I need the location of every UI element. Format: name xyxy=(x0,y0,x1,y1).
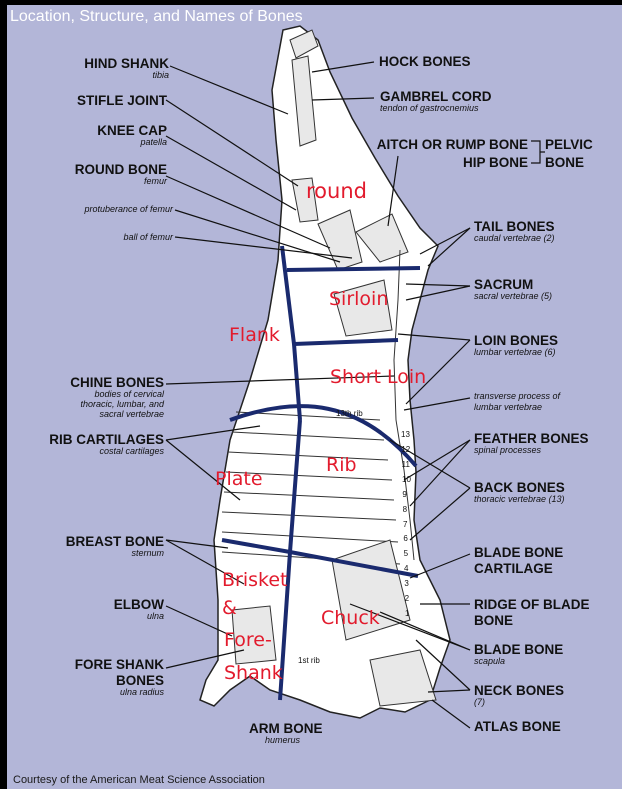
rib-number: 10 xyxy=(402,476,411,484)
arm-bone-label: ARM BONE xyxy=(249,722,323,736)
ball-label: ball of femur xyxy=(123,233,173,242)
rib-cartilages-label: RIB CARTILAGES xyxy=(49,433,164,447)
cut-label-brisket: Brisket xyxy=(222,571,288,590)
rib-number: 2 xyxy=(405,595,409,603)
blade-cartilage-label-2: CARTILAGE xyxy=(474,562,553,576)
cut-label-plate: Plate xyxy=(215,470,263,489)
rib-number: 8 xyxy=(403,506,407,514)
tail-bones-label: TAIL BONES xyxy=(474,220,555,234)
pelvic-bracket xyxy=(531,141,545,163)
back-bones-label: BACK BONES xyxy=(474,481,565,495)
aitch-bone-label: AITCH OR RUMP BONE xyxy=(377,138,528,152)
arm-bone-sub: humerus xyxy=(265,736,300,745)
fore-shank-label: FORE SHANK xyxy=(75,658,164,672)
knee-cap-label: KNEE CAP xyxy=(97,124,167,138)
rib-number: 4 xyxy=(404,565,408,573)
rib-number: 13 xyxy=(401,431,410,439)
gambrel-cord-label: GAMBREL CORD xyxy=(380,90,492,104)
blade-cartilage-label: BLADE BONE xyxy=(474,546,563,560)
cut-label-sirloin: Sirloin xyxy=(329,290,388,309)
feather-bones-sub: spinal processes xyxy=(474,446,541,455)
cut-label-rib: Rib xyxy=(326,456,357,475)
rib-number: 3 xyxy=(404,580,408,588)
credit-line: Courtesy of the American Meat Science As… xyxy=(13,774,265,786)
gambrel-cord-sub: tendon of gastrocnemius xyxy=(380,104,479,113)
loin-bones-sub: lumbar vertebrae (6) xyxy=(474,348,556,357)
transverse-label: transverse process of xyxy=(474,392,560,401)
rib-number: 12 xyxy=(401,446,410,454)
back-bones-sub: thoracic vertebrae (13) xyxy=(474,495,565,504)
rib-number: 5 xyxy=(404,550,408,558)
chine-bones-sub-1: bodies of cervical xyxy=(94,390,164,399)
round-bone-label: ROUND BONE xyxy=(75,163,167,177)
cut-label-round: round xyxy=(306,181,367,202)
chine-bones-sub-3: sacral vertebrae xyxy=(99,410,164,419)
rib-number: 1 xyxy=(405,610,409,618)
rib-number: 9 xyxy=(402,491,406,499)
elbow-sub: ulna xyxy=(147,612,164,621)
cut-label-shank: Shank xyxy=(224,664,283,683)
fore-shank-label-2: BONES xyxy=(116,674,164,688)
hip-bone-label: HIP BONE xyxy=(463,156,528,170)
chine-bones-sub-2: thoracic, lumbar, and xyxy=(80,400,164,409)
rib-number: 6 xyxy=(403,535,407,543)
tail-bones-sub: caudal vertebrae (2) xyxy=(474,234,555,243)
blade-bone-sub: scapula xyxy=(474,657,505,666)
hind-shank-sub: tibia xyxy=(152,71,169,80)
hind-shank-label: HIND SHANK xyxy=(84,57,169,71)
rib-cartilages-sub: costal cartilages xyxy=(99,447,164,456)
blade-bone-label: BLADE BONE xyxy=(474,643,563,657)
pelvic-bone-label: PELVIC xyxy=(545,138,593,152)
leader-hind-shank xyxy=(170,66,288,114)
neck-bones-label: NECK BONES xyxy=(474,684,564,698)
ridge-blade-label-2: BONE xyxy=(474,614,513,628)
atlas-bone-label: ATLAS BONE xyxy=(474,720,561,734)
cut-label-short-loin: Short Loin xyxy=(330,368,426,387)
breast-bone-sub: sternum xyxy=(131,549,164,558)
cut-label-ampersand: & xyxy=(222,599,237,618)
cut-label-fore: Fore- xyxy=(224,631,272,650)
pelvic-bone-label-2: BONE xyxy=(545,156,584,170)
rib1-label: 1st rib xyxy=(298,657,320,665)
loin-bones-label: LOIN BONES xyxy=(474,334,558,348)
leader-atlas xyxy=(432,700,470,728)
transverse-label-2: lumbar vertebrae xyxy=(474,403,542,412)
stifle-joint-label: STIFLE JOINT xyxy=(77,94,167,108)
breast-bone-label: BREAST BONE xyxy=(66,535,164,549)
cut-label-chuck: Chuck xyxy=(321,609,380,628)
sacrum-label: SACRUM xyxy=(474,278,533,292)
ridge-blade-label: RIDGE OF BLADE xyxy=(474,598,590,612)
chine-bones-label: CHINE BONES xyxy=(70,376,164,390)
rib13-label: 13th rib xyxy=(336,410,363,418)
protuberance-label: protuberance of femur xyxy=(84,205,173,214)
feather-bones-label: FEATHER BONES xyxy=(474,432,589,446)
sacrum-sub: sacral vertebrae (5) xyxy=(474,292,552,301)
round-bone-sub: femur xyxy=(144,177,167,186)
neck-bones-sub: (7) xyxy=(474,698,485,707)
leader-neck-2 xyxy=(428,690,470,692)
cut-label-flank: Flank xyxy=(229,326,280,345)
knee-cap-sub: patella xyxy=(140,138,167,147)
elbow-label: ELBOW xyxy=(114,598,164,612)
rib-number: 11 xyxy=(402,461,410,469)
cut-line-round-sirloin xyxy=(287,268,420,270)
leader-transverse xyxy=(404,398,470,410)
fore-shank-sub: ulna radius xyxy=(120,688,164,697)
rib-number: 7 xyxy=(403,521,407,529)
hock-bones-label: HOCK BONES xyxy=(379,55,471,69)
